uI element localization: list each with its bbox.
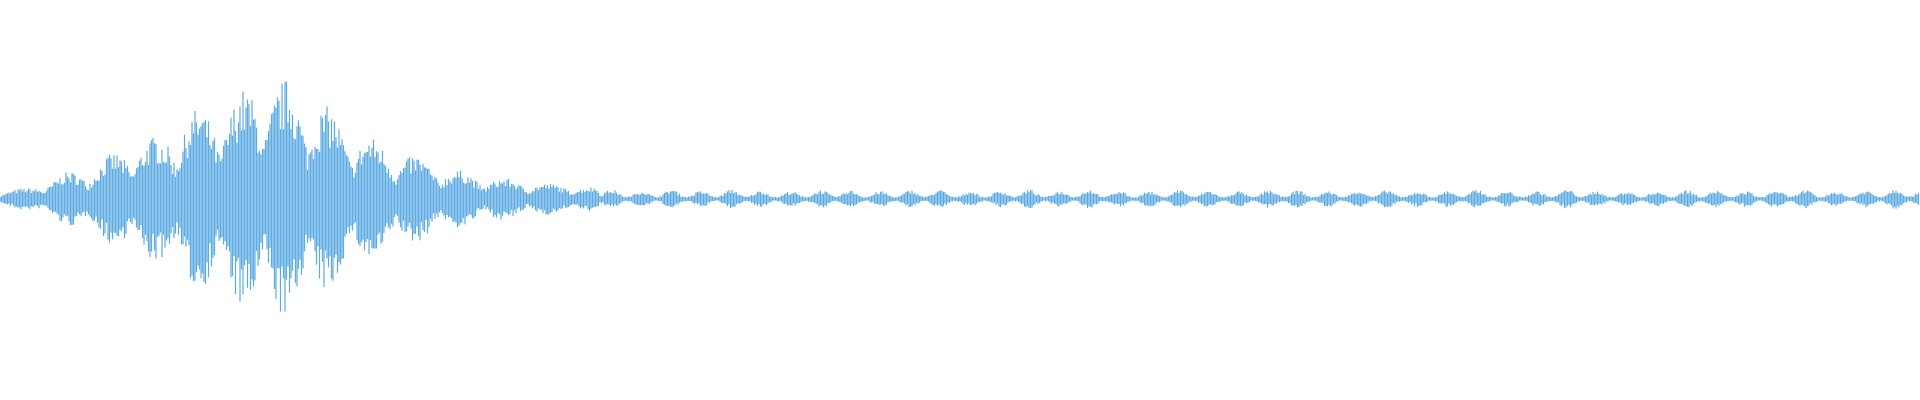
waveform-trace — [0, 81, 1920, 312]
